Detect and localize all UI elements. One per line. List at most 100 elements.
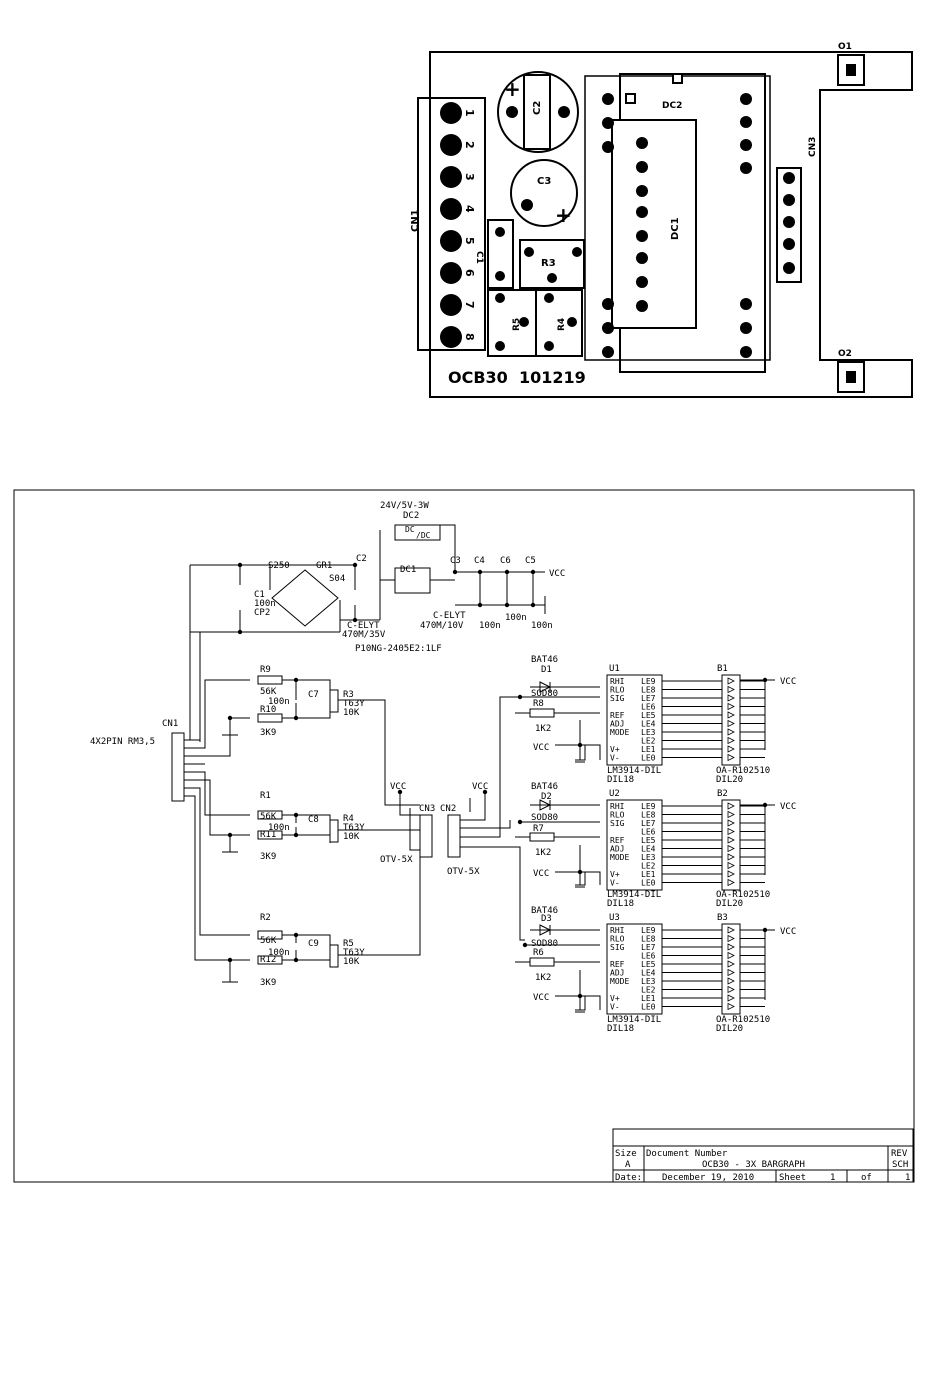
dcdc-part: P10NG-2405E2:1LF: [355, 644, 442, 654]
c3-plus: +: [555, 203, 572, 227]
ic-right-pin-label: LE9: [641, 802, 656, 811]
cn3-pads: [783, 172, 795, 274]
cn2-vcc: VCC: [472, 782, 488, 792]
ic-left-pin-label: RLO: [610, 811, 625, 820]
r1-ref: R1: [260, 791, 271, 801]
c3-pad: [521, 199, 533, 211]
ic-left-pin-label: REF: [610, 836, 625, 845]
ic-left-pin-label: V+: [610, 745, 620, 754]
r3-pad: [524, 247, 534, 257]
b1-ref: B1: [717, 664, 728, 674]
c4-val: 100n: [479, 621, 501, 631]
tb-of-value: 1: [905, 1173, 910, 1183]
tb-of-label: of: [861, 1173, 872, 1183]
r3-footprint: [519, 239, 585, 289]
r6-ref: R6: [533, 948, 544, 958]
ic-right-pin-label: LE0: [641, 879, 656, 888]
tb-doc-label: Document Number: [646, 1149, 728, 1159]
u3-vcc: VCC: [533, 993, 549, 1003]
cn1-pin-label: 2: [463, 141, 476, 149]
b3-ref: B3: [717, 913, 728, 923]
u1-ref: U1: [609, 664, 620, 674]
r3-type: T63Y: [343, 699, 365, 709]
r4-val: 10K: [343, 832, 360, 842]
cn2-type: OTV-5X: [447, 867, 480, 877]
b1-vcc: VCC: [780, 677, 796, 687]
cn1-pin-label: 6: [463, 269, 476, 277]
u3-pkg: DIL18: [607, 1024, 634, 1034]
tb-rev-label: REV: [891, 1149, 908, 1159]
ic-right-pin-label: LE6: [641, 828, 656, 837]
d2-pkg: SOD80: [531, 813, 558, 823]
r3-label: R3: [541, 258, 556, 269]
s04-label: S04: [329, 574, 345, 584]
cn1-pad: [440, 134, 462, 156]
cn1-label: CN1: [410, 209, 421, 232]
r4-footprint: [535, 289, 583, 357]
c3-footprint: [510, 159, 578, 227]
u2-ref: U2: [609, 789, 620, 799]
c2-footprint: [497, 71, 579, 153]
c1-pad: [495, 227, 505, 237]
u2-pkg: DIL18: [607, 899, 634, 909]
b2-type: OA-R102510: [716, 890, 770, 900]
ic-pin-labels: RHIRLOSIGREFADJMODEV+V-LE9LE8LE7LE6LE5LE…: [610, 677, 656, 1012]
r5-type: T63Y: [343, 948, 365, 958]
ic-right-pin-label: LE9: [641, 926, 656, 935]
r12-val: 3K9: [260, 978, 276, 988]
ic-left-pin-label: REF: [610, 960, 625, 969]
dc-slash: /DC: [416, 531, 431, 540]
dc2-label: DC2: [662, 101, 682, 111]
ic-left-pin-label: RLO: [610, 686, 625, 695]
pcb-outline: [429, 51, 913, 398]
c4-ref: C4: [474, 556, 485, 566]
cn1-type: 4X2PIN RM3,5: [90, 737, 155, 747]
ic-right-pin-label: LE3: [641, 728, 656, 737]
c6-val: 100n: [505, 613, 527, 623]
b3-vcc: VCC: [780, 927, 796, 937]
cn1-pin-label: 3: [463, 173, 476, 181]
u3-ref: U3: [609, 913, 620, 923]
d3-pkg: SOD80: [531, 939, 558, 949]
r7-val: 1K2: [535, 848, 551, 858]
ic-right-pin-label: LE2: [641, 862, 656, 871]
c5-val: 100n: [531, 621, 553, 631]
o1-label: O1: [838, 42, 852, 52]
cn1-pad: [440, 102, 462, 124]
r11-ref: R11: [260, 830, 276, 840]
cn3-footprint: [776, 167, 802, 283]
c6-ref: C6: [500, 556, 511, 566]
r3-ref: R3: [343, 690, 354, 700]
c1-pad: [495, 271, 505, 281]
vcc-label: VCC: [549, 569, 565, 579]
tb-size-label: Size: [615, 1149, 637, 1159]
cn1-pin-label: 1: [463, 109, 476, 117]
ic-bargraph-wires: [662, 677, 765, 1011]
ic-right-pin-label: LE0: [641, 754, 656, 763]
cn1-pad: [440, 166, 462, 188]
o2-label: O2: [838, 349, 852, 359]
cn1-pad: [440, 262, 462, 284]
ic-left-pin-label: V-: [610, 754, 620, 763]
schematic-wires: [171, 524, 775, 1015]
b1-pkg: DIL20: [716, 775, 743, 785]
cn1-pin-label: 5: [463, 237, 476, 245]
c3-ref: C3: [450, 556, 461, 566]
dc1-ref: DC1: [400, 565, 416, 575]
r4-ref: R4: [343, 814, 354, 824]
ic-right-pin-label: LE0: [641, 1003, 656, 1012]
ic-right-pin-label: LE1: [641, 745, 656, 754]
ic-left-pin-label: V+: [610, 870, 620, 879]
dc1-label: DC1: [670, 217, 681, 240]
c7-ref: C7: [308, 690, 319, 700]
cn2-ref: CN2: [440, 804, 456, 814]
board-text: OCB30 101219: [448, 368, 586, 387]
ic-right-pin-label: LE4: [641, 845, 656, 854]
d2-ref: D2: [541, 792, 552, 802]
cn3-vcc: VCC: [390, 782, 406, 792]
c9-ref: C9: [308, 939, 319, 949]
ic-right-pin-label: LE2: [641, 737, 656, 746]
c-elyt-2-val: 470M/10V: [420, 621, 464, 631]
r2-val: 56K: [260, 936, 277, 946]
ic-left-pin-label: MODE: [610, 977, 629, 986]
